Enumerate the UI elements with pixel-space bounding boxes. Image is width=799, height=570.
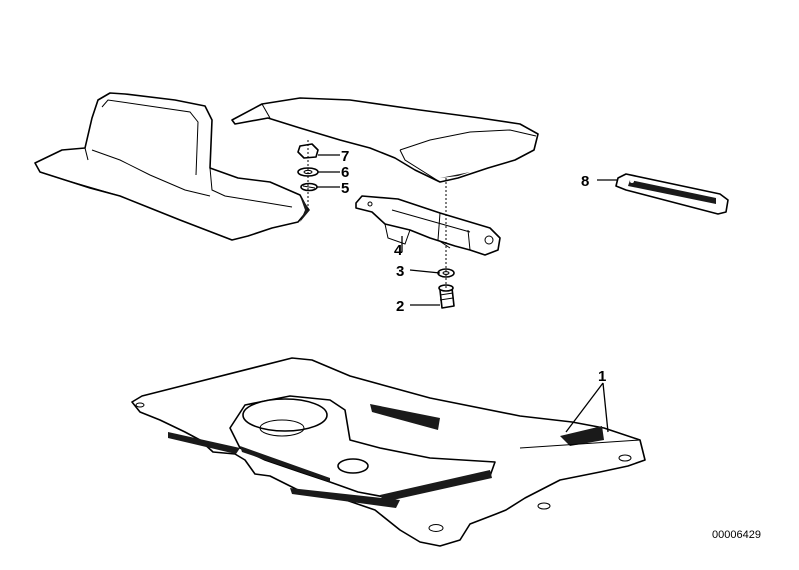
bolt-part-2 [438,284,455,309]
leader-lines [307,140,618,433]
label-part-8: 8 [581,173,589,190]
label-part-4: 4 [394,242,403,259]
label-part-3: 3 [396,263,404,280]
image-code: 00006429 [712,529,761,541]
label-part-5: 5 [341,180,349,197]
lock-washer-part-5 [300,182,318,192]
nut-part-7 [297,143,319,159]
label-part-1: 1 [598,368,606,385]
bracket-part-4 [355,195,501,256]
label-part-2: 2 [396,298,404,315]
insert-mat-part-8 [615,173,729,215]
floor-carpet-part-1 [131,357,646,547]
left-seat-trim-panel [34,92,310,241]
label-part-7: 7 [341,148,349,165]
label-part-6: 6 [341,164,349,181]
console-cover [231,97,539,183]
